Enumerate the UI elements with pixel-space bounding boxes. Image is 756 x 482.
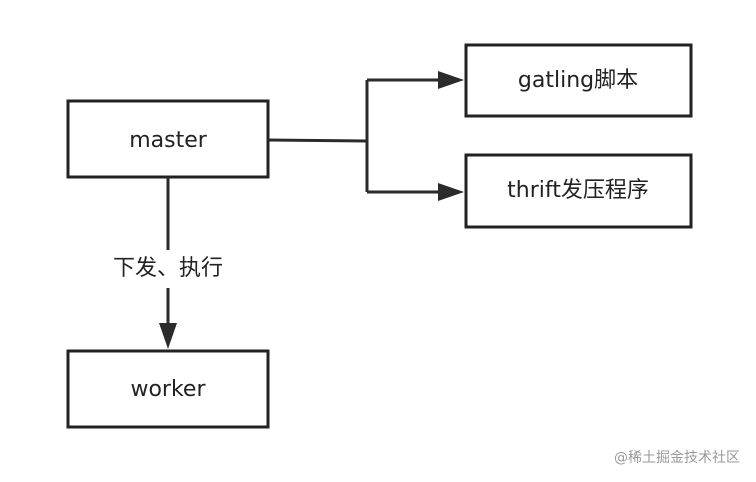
watermark-text: @稀土掘金技术社区 [614,450,740,466]
node-master: master [66,99,270,179]
node-worker: worker [66,349,270,429]
node-gatling-label: gatling脚本 [518,68,638,93]
edge-dispatch-label: 下发、执行 [113,256,223,281]
node-master-label: master [129,128,208,153]
edge-to-thrift [367,183,464,201]
arrowhead-worker [159,323,177,349]
node-gatling: gatling脚本 [464,43,693,118]
node-thrift-label: thrift发压程序 [507,178,649,203]
edge-master-to-targets [267,80,369,192]
edge-to-gatling [367,71,464,89]
node-thrift: thrift发压程序 [464,153,693,229]
arrowhead-thrift [438,183,464,201]
node-worker-label: worker [130,377,206,402]
arrowhead-gatling [438,71,464,89]
edge-master-to-worker: 下发、执行 [100,177,236,349]
